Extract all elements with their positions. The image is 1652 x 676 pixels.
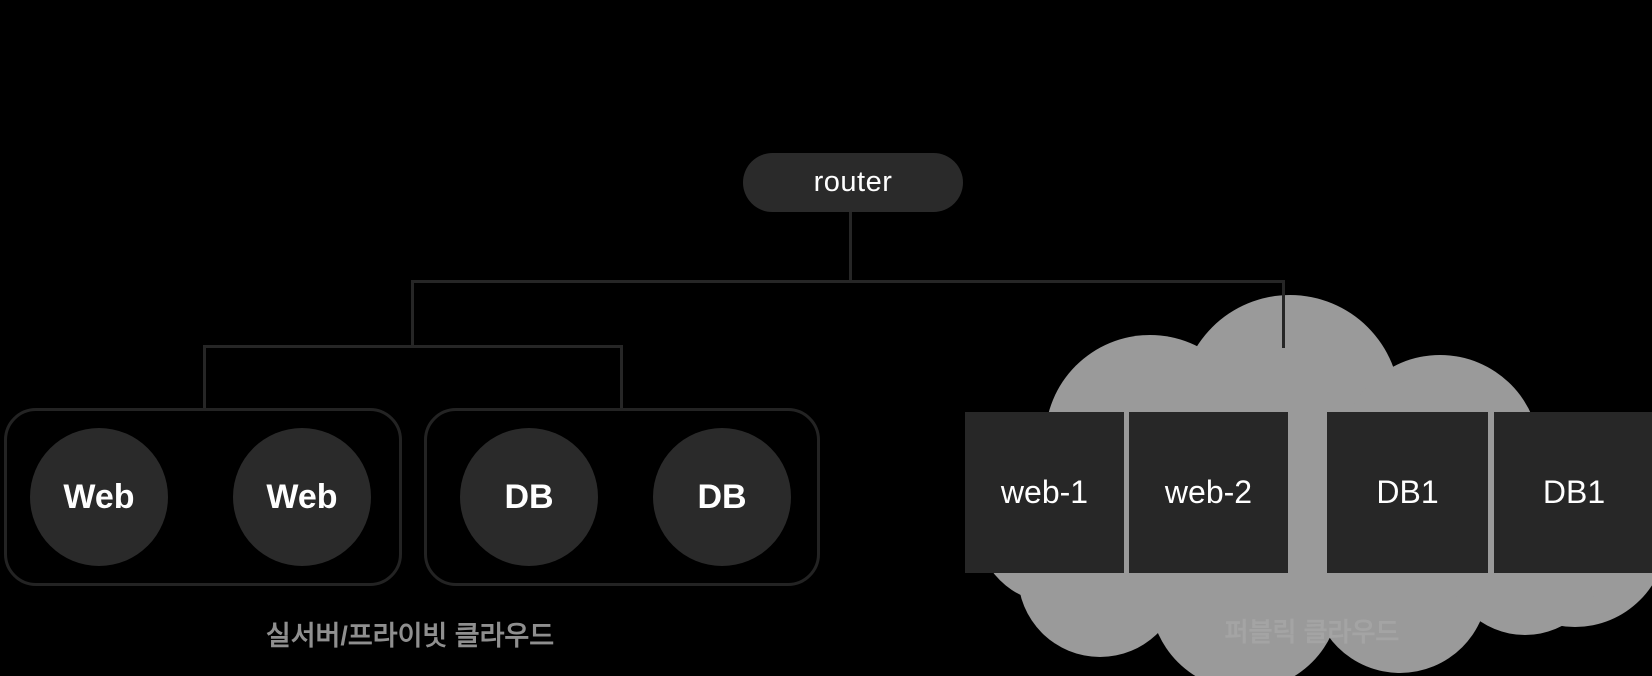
db-node-2: DB	[653, 428, 791, 566]
connector-left-drop	[411, 280, 414, 348]
private-group-caption: 실서버/프라이빗 클라우드	[265, 621, 555, 651]
db-group-box	[424, 408, 820, 586]
cloud-caption: 퍼블릭 클라우드	[1224, 617, 1400, 647]
connector-db-drop	[620, 345, 623, 410]
connector-cloud-drop	[1282, 280, 1285, 348]
web-group-box	[4, 408, 402, 586]
connector-router-drop	[849, 212, 852, 282]
router-node: router	[743, 153, 963, 212]
cloud-server-db1-b: DB1	[1494, 412, 1652, 573]
db-node-1: DB	[460, 428, 598, 566]
web-node-2: Web	[233, 428, 371, 566]
cloud-server-web-1: web-1	[965, 412, 1124, 573]
connector-web-drop	[203, 345, 206, 410]
connector-sub-bus	[203, 345, 623, 348]
connector-main-bus	[411, 280, 1285, 283]
web-node-1: Web	[30, 428, 168, 566]
cloud-server-db1-a: DB1	[1327, 412, 1488, 573]
cloud-server-web-2: web-2	[1129, 412, 1288, 573]
